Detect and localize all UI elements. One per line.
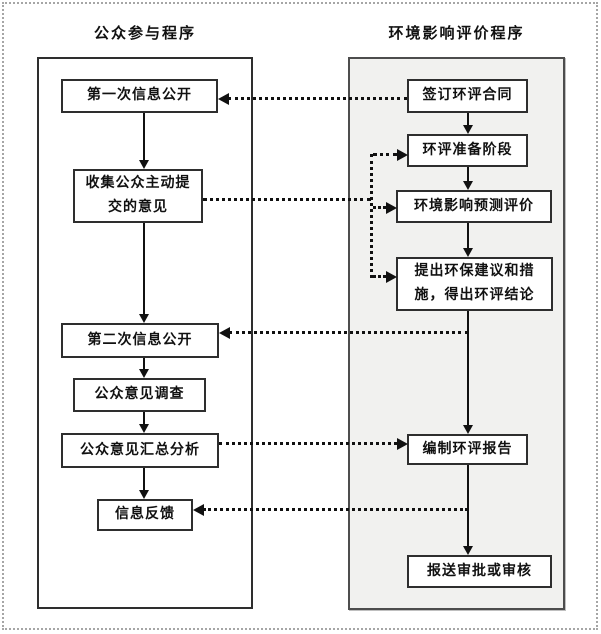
node-collect-public-opinions: 收集公众主动提 交的意见 xyxy=(73,169,203,223)
node-second-info-disclosure: 第二次信息公开 xyxy=(61,323,219,358)
arrowhead-into-feedback xyxy=(193,504,204,516)
dotted-branch-to-measures xyxy=(373,275,386,278)
node-impact-prediction-evaluation: 环境影响预测评价 xyxy=(396,190,552,223)
dotted-line-to-feedback xyxy=(203,508,468,511)
arrow-summary-to-feedback xyxy=(143,468,145,490)
node-label: 收集公众主动提 交的意见 xyxy=(85,176,191,215)
node-public-opinion-survey: 公众意见调查 xyxy=(73,378,206,412)
dotted-branch-to-prediction xyxy=(373,206,386,209)
dotted-line-collect-to-branch xyxy=(203,198,371,201)
arrowhead-into-first-disclosure xyxy=(218,93,229,105)
node-label: 提出环保建议和措 施，得出环评结论 xyxy=(414,264,535,303)
arrow-prediction-to-measures xyxy=(467,223,469,248)
node-propose-measures-conclusions: 提出环保建议和措 施，得出环评结论 xyxy=(396,257,553,311)
arrow-survey-to-summary xyxy=(143,412,145,424)
dotted-line-summary-to-report xyxy=(219,442,397,445)
node-compile-eia-report: 编制环评报告 xyxy=(407,434,528,465)
arrowhead-into-report xyxy=(397,438,408,450)
node-label: 第一次信息公开 xyxy=(87,88,192,103)
dotted-line-to-second-disclosure xyxy=(229,331,468,334)
node-label: 公众意见汇总分析 xyxy=(80,442,200,458)
arrowhead-into-prediction xyxy=(386,202,397,214)
node-info-feedback: 信息反馈 xyxy=(97,499,193,531)
dotted-line-contract-to-first-disclosure xyxy=(228,97,407,100)
arrow-second-disclosure-to-survey xyxy=(143,358,145,369)
dotted-branch-vertical-line xyxy=(370,154,373,278)
node-label: 环境影响预测评价 xyxy=(414,198,534,214)
node-first-info-disclosure: 第一次信息公开 xyxy=(61,79,218,113)
arrow-contract-to-preparation xyxy=(467,113,469,125)
left-column-title: 公众参与程序 xyxy=(93,26,196,42)
arrowhead-into-measures xyxy=(386,271,397,283)
node-label: 信息反馈 xyxy=(115,507,175,522)
node-label: 签订环评合同 xyxy=(422,88,513,103)
right-column-title: 环境影响评价程序 xyxy=(388,26,525,42)
arrow-preparation-to-prediction xyxy=(467,167,469,181)
arrow-first-disclosure-to-collect xyxy=(143,113,145,160)
dotted-branch-to-preparation xyxy=(373,153,397,156)
node-eia-preparation: 环评准备阶段 xyxy=(407,134,528,167)
node-label: 第二次信息公开 xyxy=(87,332,193,348)
arrow-collect-to-second-disclosure xyxy=(143,223,145,314)
node-sign-eia-contract: 签订环评合同 xyxy=(407,79,528,113)
node-label: 环评准备阶段 xyxy=(422,142,513,158)
arrow-report-to-submission xyxy=(467,465,469,546)
node-submit-approval-review: 报送审批或审核 xyxy=(407,555,552,588)
node-label: 编制环评报告 xyxy=(422,441,513,457)
node-label: 报送审批或审核 xyxy=(427,563,532,579)
arrow-measures-to-report xyxy=(467,311,469,425)
arrowhead-into-preparation xyxy=(397,149,408,161)
node-opinion-summary-analysis: 公众意见汇总分析 xyxy=(61,433,219,468)
arrowhead-into-second-disclosure xyxy=(219,327,230,339)
node-label: 公众意见调查 xyxy=(94,387,185,402)
